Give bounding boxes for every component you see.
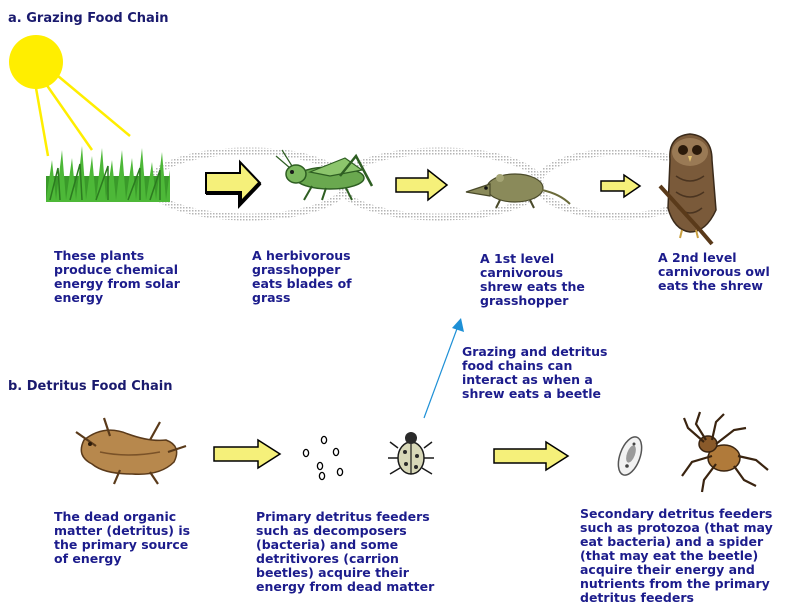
caption-secondary-feeders: Secondary detritus feeders such as proto…: [580, 507, 773, 605]
arrow-dead-matter-to-primary: [214, 440, 280, 468]
sun-icon: [9, 35, 130, 156]
dead-animal-icon: [76, 418, 186, 484]
owl-icon: [660, 134, 716, 244]
interaction-note: Grazing and detritus food chains can int…: [462, 345, 607, 401]
caption-primary-feeders: Primary detritus feeders such as decompo…: [256, 510, 434, 594]
arrow-shrew-to-owl: [601, 175, 640, 197]
detritus-chain-title: b. Detritus Food Chain: [8, 379, 173, 394]
caption-shrew: A 1st level carnivorous shrew eats the g…: [480, 252, 585, 308]
interaction-arrow: [424, 318, 464, 418]
arrow-primary-to-secondary: [494, 442, 568, 470]
caption-grasshopper: A herbivorous grasshopper eats blades of…: [252, 249, 352, 305]
grass-icon: [46, 146, 170, 202]
bacteria-icon: [303, 436, 342, 479]
arrow-grasshopper-to-shrew: [396, 170, 447, 200]
protozoa-icon: [614, 434, 646, 478]
caption-owl: A 2nd level carnivorous owl eats the shr…: [658, 251, 770, 293]
caption-plants: These plants produce chemical energy fro…: [54, 249, 180, 305]
caption-dead-matter: The dead organic matter (detritus) is th…: [54, 510, 190, 566]
arrow-grass-to-grasshopper: [206, 162, 260, 204]
spider-icon: [682, 412, 768, 492]
beetle-icon: [388, 432, 434, 474]
